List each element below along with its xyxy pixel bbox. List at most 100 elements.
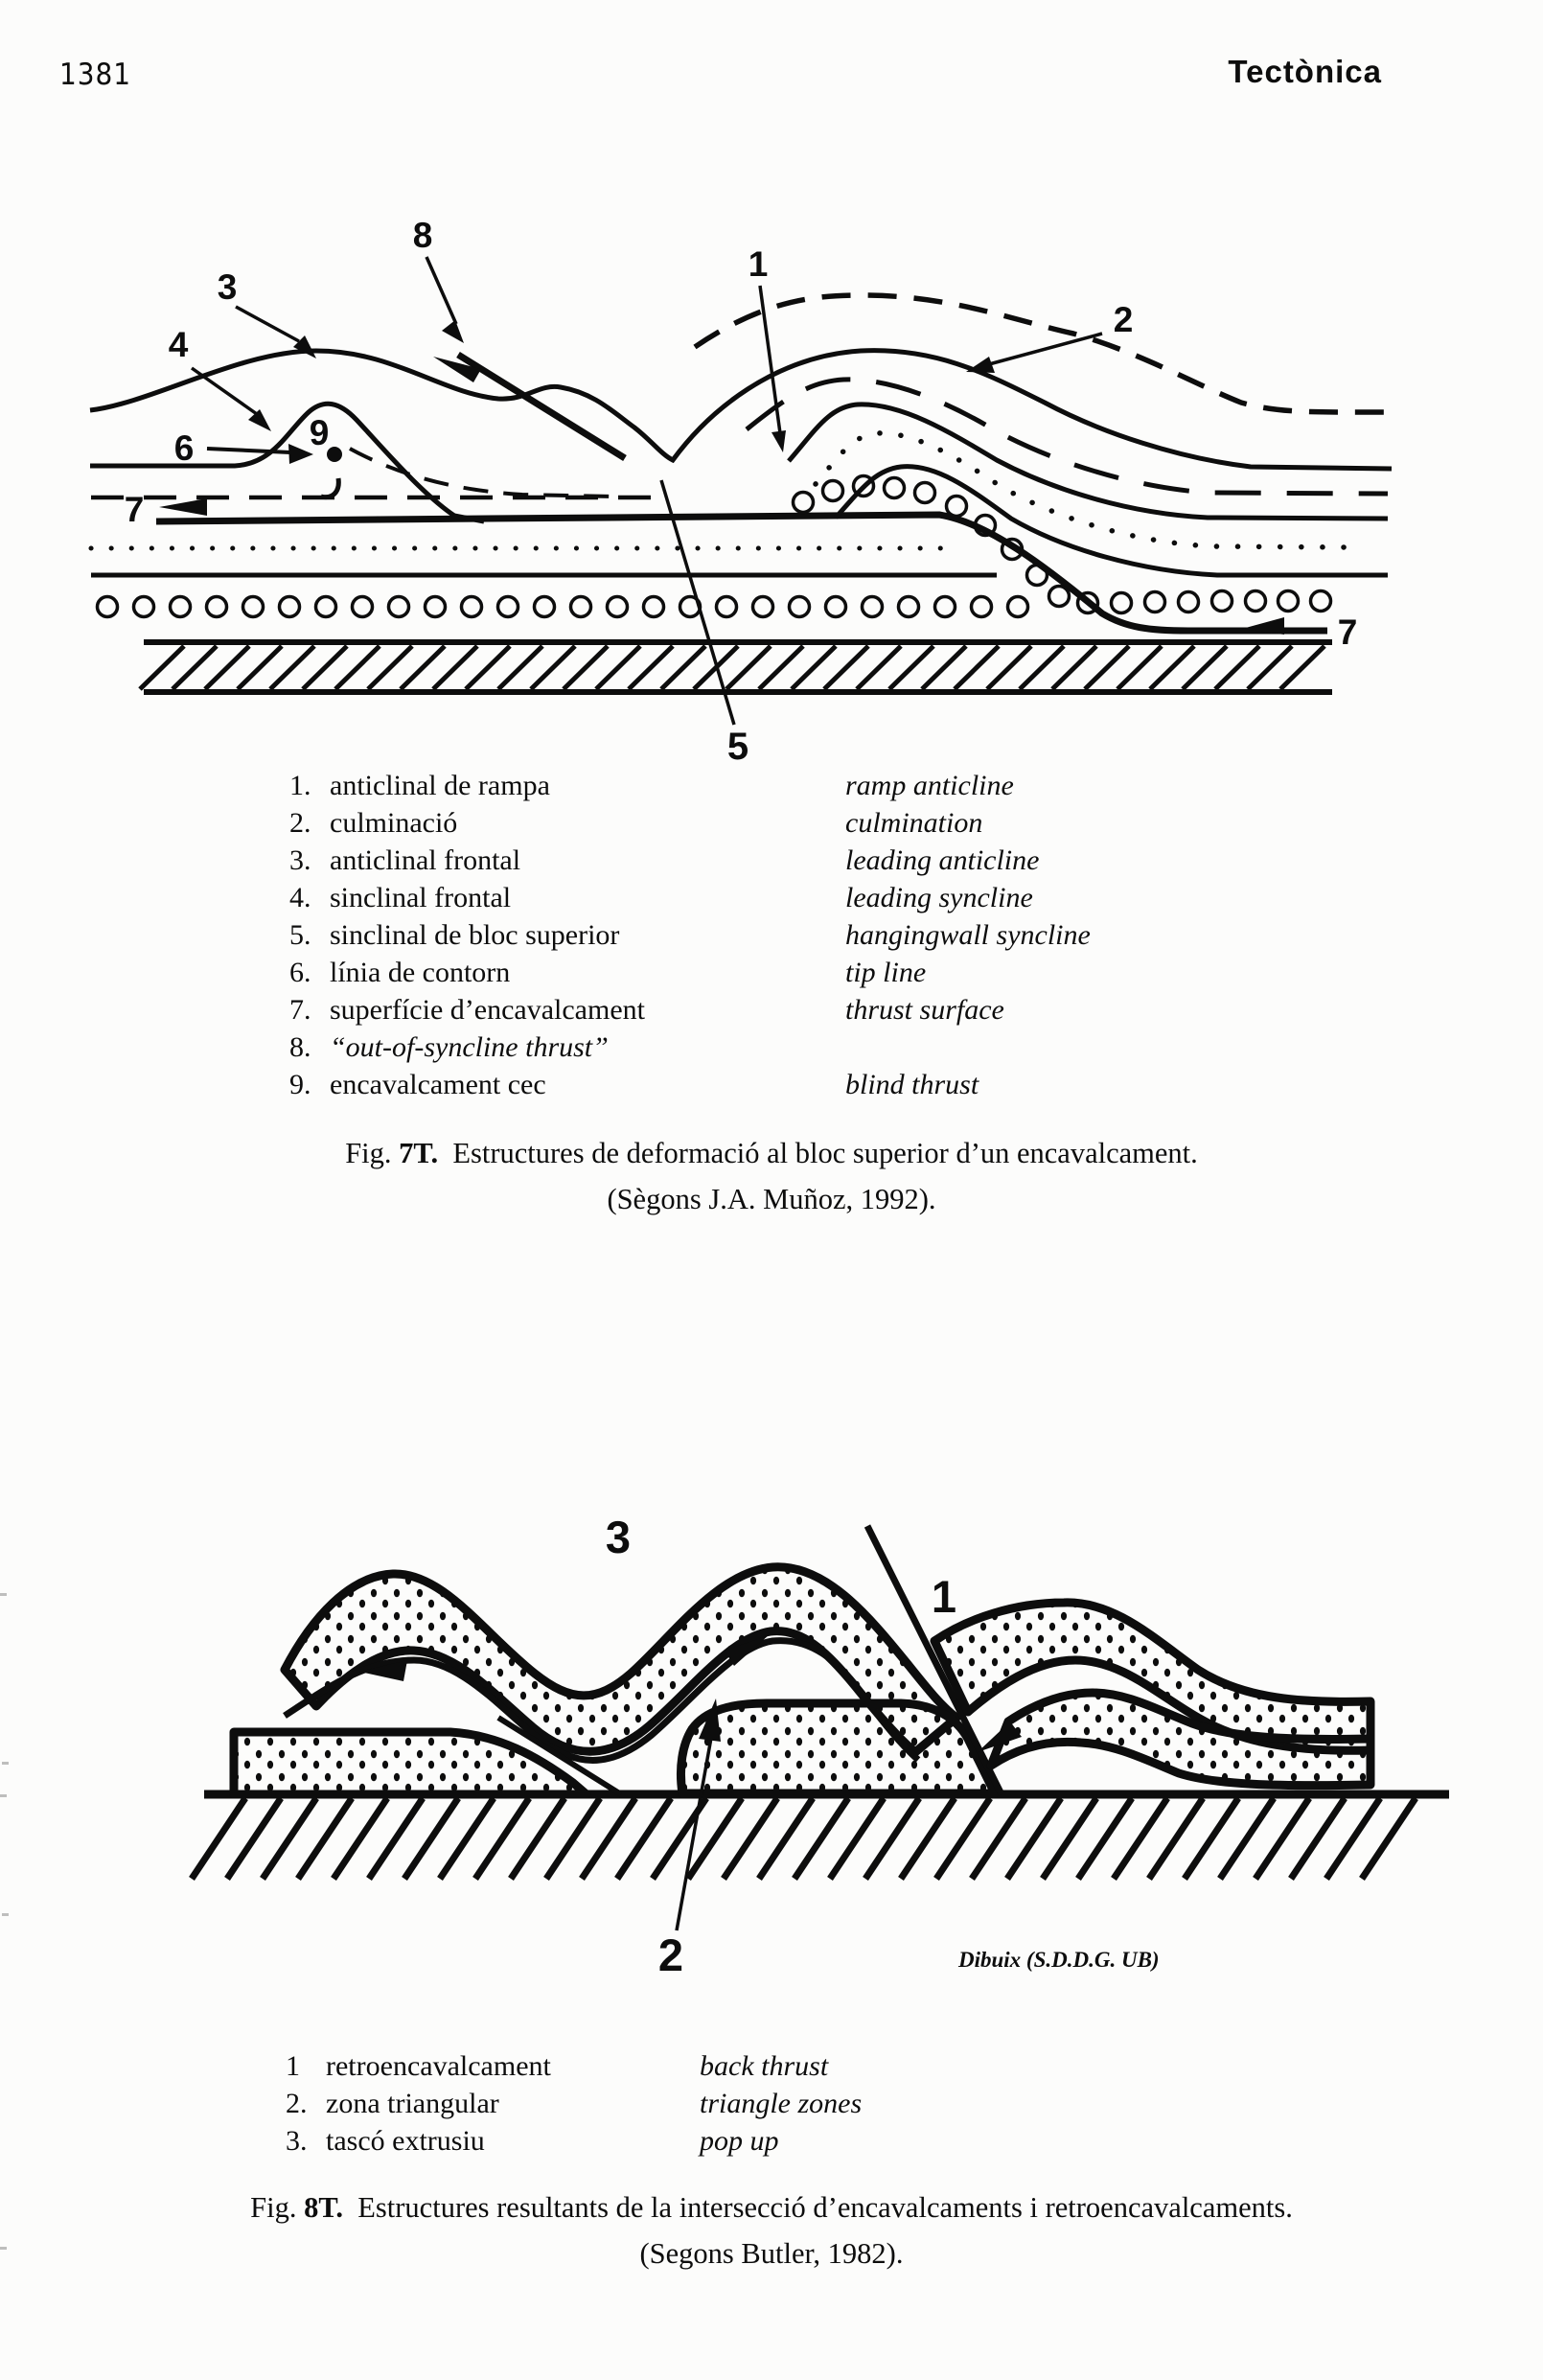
legend-term-english: blind thrust: [845, 1069, 979, 1100]
label-8: 8: [413, 216, 433, 255]
legend-number: 6.: [289, 957, 311, 988]
legend-term-catalan: tascó extrusiu: [326, 2125, 485, 2157]
legend-term-english: culmination: [845, 807, 983, 839]
back-thrust-fault: [864, 1524, 1005, 1796]
caption-source: (Segons Butler, 1982).: [639, 2237, 904, 2270]
legend-number: 1: [286, 2050, 300, 2082]
ground-layer: [189, 1790, 1449, 1881]
page-number: 1381: [59, 58, 131, 92]
label-6: 6: [174, 428, 195, 468]
scan-artifact: [0, 2247, 7, 2250]
basement-layer: [138, 639, 1332, 695]
legend-term-catalan: encavalcament cec: [330, 1069, 546, 1100]
figure-8t-diagram: 3 1 2 Dibuix (S.D.D.G. UB): [189, 1512, 1449, 1980]
legend-number: 2.: [286, 2088, 308, 2119]
figure-8t-legend: 1 retroencavalcament back thrust 2. zona tri…: [286, 2047, 1244, 2160]
scan-artifact: [2, 1762, 9, 1765]
legend-term-english: tip line: [845, 957, 927, 988]
legend-number: 7.: [289, 994, 311, 1026]
figure-7t-labels: 3 4 8 1 2 6 9 7 7 5: [125, 216, 1358, 768]
legend-term-catalan: anticlinal frontal: [330, 844, 521, 876]
figure-7t-caption: Fig. 7T. Estructures de deformació al bl…: [0, 1137, 1543, 1216]
legend-term-catalan: superfície d’encavalcament: [330, 994, 645, 1026]
legend-term-catalan: sinclinal frontal: [330, 882, 512, 913]
out-of-syncline-fault: [433, 352, 627, 461]
thrust-sheets: [229, 1524, 1375, 1799]
legend-number: 3.: [289, 844, 311, 876]
legend-term-english: leading syncline: [845, 882, 1033, 913]
scan-artifact: [0, 1593, 7, 1596]
legend-number: 2.: [289, 807, 311, 839]
legend-row: 2. culminació culmination: [289, 804, 1344, 842]
legend-row: 1. anticlinal de rampa ramp anticline: [289, 767, 1344, 804]
legend-number: 9.: [289, 1069, 311, 1100]
tip-line-dot: [327, 447, 342, 462]
legend-term-english: leading anticline: [845, 844, 1040, 876]
legend-row: 6. línia de contorn tip line: [289, 954, 1344, 991]
label-1: 1: [932, 1571, 956, 1622]
thrust-surface-line: [155, 511, 1327, 635]
legend-term-catalan: retroencavalcament: [326, 2050, 551, 2082]
legend-row: 5. sinclinal de bloc superior hangingwall …: [289, 916, 1344, 954]
caption-fig-number: 8T.: [304, 2191, 344, 2224]
legend-number: 8.: [289, 1031, 311, 1063]
legend-row: 3. anticlinal frontal leading anticline: [289, 842, 1344, 879]
caption-text: Estructures resultants de la intersecció…: [357, 2191, 1293, 2224]
label-3: 3: [218, 267, 238, 307]
figure-7t-legend: 1. anticlinal de rampa ramp anticline 2. cul…: [289, 767, 1344, 1103]
legend-term-catalan: “out-of-syncline thrust”: [330, 1031, 609, 1063]
label-2: 2: [658, 1929, 683, 1980]
legend-term-catalan: sinclinal de bloc superior: [330, 919, 620, 951]
label-7-left: 7: [125, 490, 145, 529]
legend-row: 1 retroencavalcament back thrust: [286, 2047, 1244, 2085]
legend-term-english: ramp anticline: [845, 770, 1014, 801]
label-5: 5: [727, 726, 748, 768]
legend-term-english: [845, 1028, 1344, 1066]
legend-number: 1.: [289, 770, 311, 801]
right-upper-sheet: [930, 1598, 1375, 1755]
forethrust-fault: [496, 1715, 623, 1797]
caption-line-1: Fig. 8T. Estructures resultants de la in…: [0, 2191, 1543, 2225]
legend-row: 2. zona triangular triangle zones: [286, 2085, 1244, 2122]
popup-wedge: [676, 1698, 1000, 1798]
legend-row: 4. sinclinal frontal leading syncline: [289, 879, 1344, 916]
fold-sole-line: [283, 1637, 921, 1764]
caption-source: (Sègons J.A. Muñoz, 1992).: [607, 1183, 936, 1215]
caption-fig-word: Fig.: [250, 2191, 297, 2224]
lower-slab: [229, 1727, 591, 1799]
figure-8t-caption: Fig. 8T. Estructures resultants de la in…: [0, 2191, 1543, 2271]
legend-term-english: back thrust: [700, 2050, 829, 2082]
slip-arrow-mid: [725, 1635, 769, 1666]
figure-8t-labels: 3 1 2: [606, 1512, 956, 1980]
legend-term-catalan: zona triangular: [326, 2088, 499, 2119]
section-header: Tectònica: [1228, 54, 1382, 89]
legend-term-english: triangle zones: [700, 2088, 863, 2119]
figure-7t-diagram: 3 4 8 1 2 6 9 7 7 5: [88, 216, 1393, 768]
drawing-credit: Dibuix (S.D.D.G. UB): [957, 1948, 1160, 1972]
label-9: 9: [310, 413, 330, 452]
legend-row: 7. superfície d’encavalcament thrust surfa…: [289, 991, 1344, 1028]
legend-term-catalan: línia de contorn: [330, 957, 511, 988]
legend-term-catalan: culminació: [330, 807, 458, 839]
right-lower-sheet: [986, 1688, 1375, 1791]
label-7-right: 7: [1338, 612, 1358, 652]
label-4: 4: [169, 325, 189, 364]
label-3: 3: [606, 1512, 631, 1562]
caption-fig-word: Fig.: [345, 1137, 392, 1169]
fault-slip-arrow: [433, 357, 481, 382]
caption-text: Estructures de deformació al bloc superi…: [452, 1137, 1198, 1169]
scan-artifact: [2, 1913, 9, 1916]
legend-term-catalan: anticlinal de rampa: [330, 770, 550, 801]
scan-artifact: [0, 1794, 7, 1797]
legend-number: 5.: [289, 919, 311, 951]
legend-term-english: thrust surface: [845, 994, 1004, 1026]
caption-fig-number: 7T.: [399, 1137, 439, 1169]
legend-term-english: hangingwall syncline: [845, 919, 1091, 951]
legend-number: 4.: [289, 882, 311, 913]
label-2: 2: [1114, 300, 1134, 339]
caption-line-1: Fig. 7T. Estructures de deformació al bl…: [0, 1137, 1543, 1170]
legend-number: 3.: [286, 2125, 308, 2157]
ramp-anticline-layers: [693, 292, 1393, 615]
